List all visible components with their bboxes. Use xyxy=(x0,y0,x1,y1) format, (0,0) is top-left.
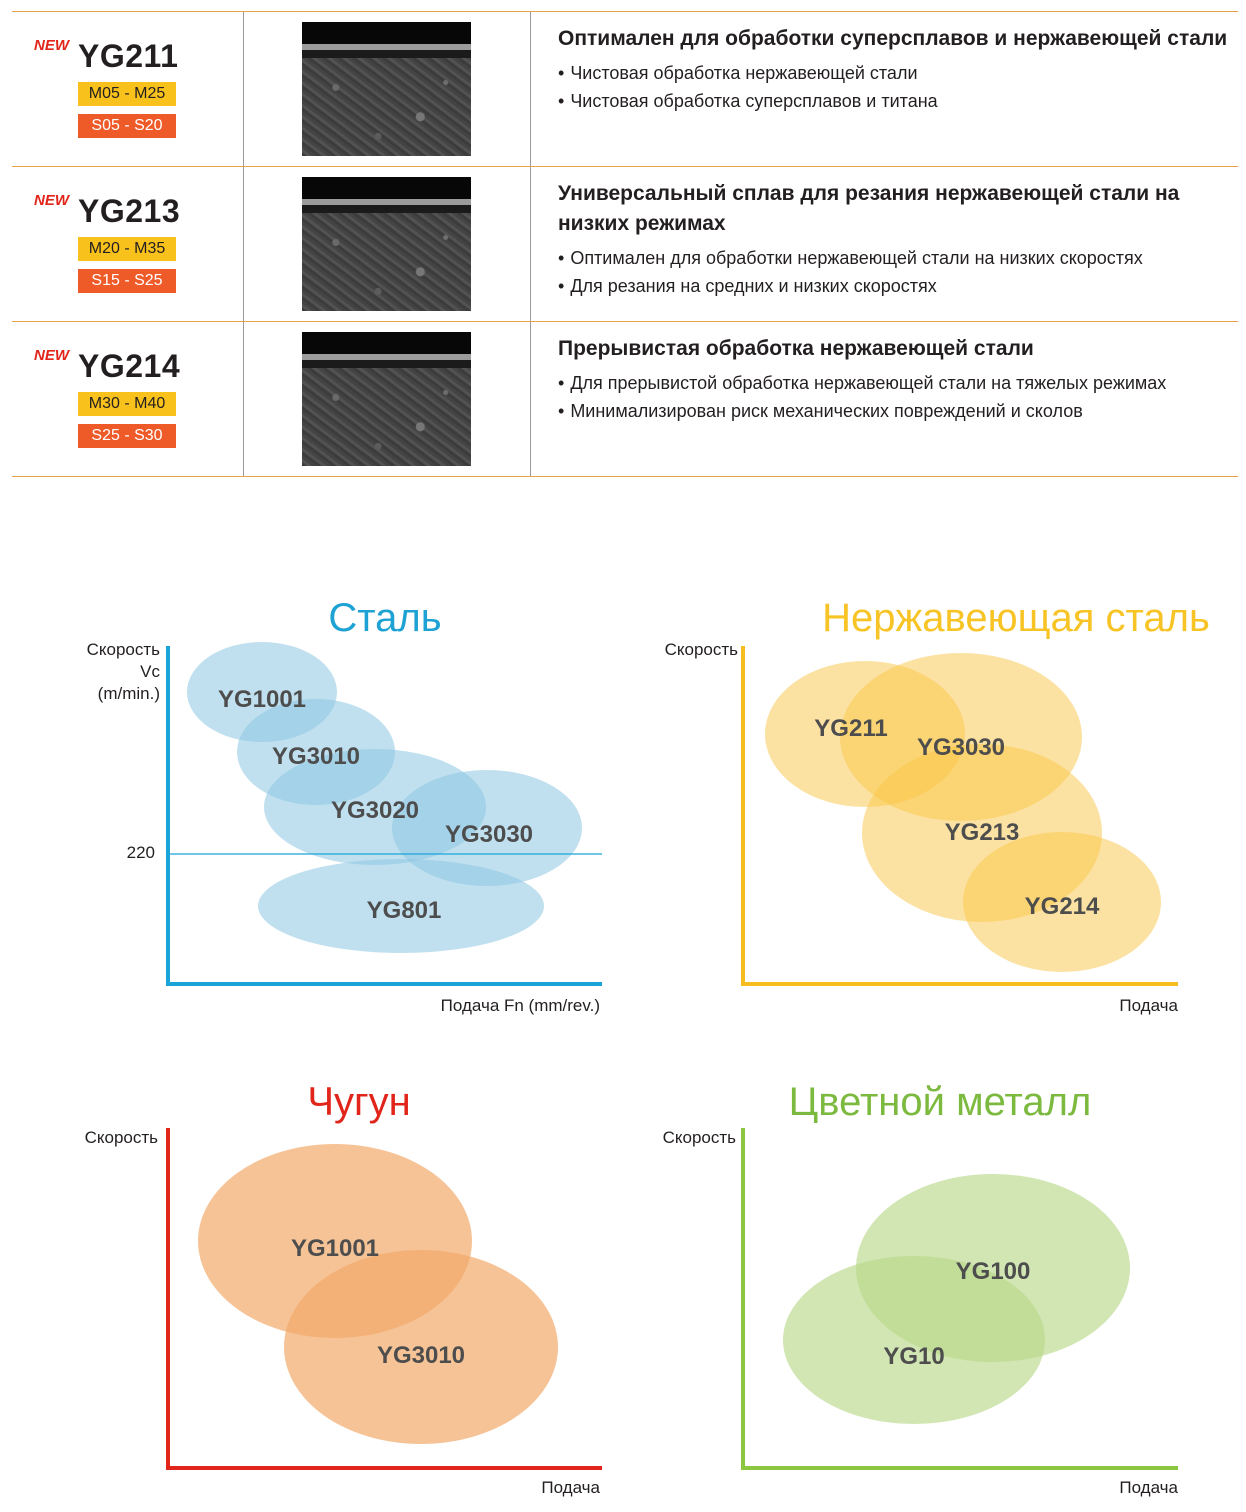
description-bullet: •Для резания на средних и низких скорост… xyxy=(558,276,937,296)
description-bullet: •Чистовая обработка суперсплавов и титан… xyxy=(558,91,938,111)
x-axis-label: Подача xyxy=(1119,1478,1178,1497)
y-axis-label: Скорость xyxy=(664,640,738,659)
microstructure-image xyxy=(302,22,471,156)
grade-region-label: YG3010 xyxy=(377,1342,465,1369)
grade-region-yg1001 xyxy=(187,642,337,742)
bullet-icon: • xyxy=(558,373,565,393)
x-axis-label: Подача xyxy=(1119,996,1178,1015)
bullet-icon: • xyxy=(558,276,565,296)
description-title: Универсальный сплав для резания нержавею… xyxy=(558,182,1180,235)
bullet-icon: • xyxy=(558,248,565,268)
chart-title: Чугун xyxy=(307,1080,411,1124)
s-range-badge: S15 - S25 xyxy=(78,269,176,293)
y-axis-label: Vc xyxy=(140,662,160,681)
new-badge: NEW xyxy=(34,37,69,54)
bullet-icon: • xyxy=(558,63,565,83)
description-bullet: •Чистовая обработка нержавеющей стали xyxy=(558,63,918,83)
m-range-badge: M30 - M40 xyxy=(78,392,176,416)
grade-row: NEW YG211 M05 - M25 S05 - S20 Оптимален … xyxy=(12,11,1238,166)
x-axis-label: Подача xyxy=(541,1478,600,1497)
grade-region-label: YG10 xyxy=(883,1343,944,1370)
grade-region-label: YG3010 xyxy=(272,743,360,770)
grade-region-label: YG213 xyxy=(945,819,1020,846)
grade-region-yg3030 xyxy=(840,653,1082,821)
column-divider xyxy=(243,12,244,166)
grade-region-yg3020 xyxy=(264,749,486,865)
chart-title: Нержавеющая сталь xyxy=(822,596,1210,640)
description-bullet: •Минимализирован риск механических повре… xyxy=(558,401,1083,421)
grade-region-label: YG211 xyxy=(814,715,887,742)
new-badge: NEW xyxy=(34,347,69,364)
bullet-icon: • xyxy=(558,401,565,421)
grade-region-yg3030 xyxy=(392,770,582,886)
m-range-badge: M20 - M35 xyxy=(78,237,176,261)
grade-region-label: YG100 xyxy=(956,1258,1031,1285)
reference-line-label: 220 xyxy=(126,843,155,862)
s-range-badge: S25 - S30 xyxy=(78,424,176,448)
grade-region-label: YG214 xyxy=(1025,893,1100,920)
grade-region-label: YG1001 xyxy=(218,686,306,713)
grade-name: YG213 xyxy=(78,193,181,229)
m-range-badge: M05 - M25 xyxy=(78,82,176,106)
y-axis-label: (m/min.) xyxy=(97,684,160,703)
y-axis-label: Скорость xyxy=(86,640,160,659)
grade-description: Универсальный сплав для резания нержавею… xyxy=(558,179,1246,300)
grade-region-label: YG1001 xyxy=(291,1235,379,1262)
new-badge: NEW xyxy=(34,192,69,209)
microstructure-image xyxy=(302,177,471,311)
grade-description: Прерывистая обработка нержавеющей стали … xyxy=(558,334,1246,425)
y-axis-label: Скорость xyxy=(662,1128,736,1147)
grade-region-label: YG3020 xyxy=(331,797,419,824)
grade-region-yg10 xyxy=(783,1256,1045,1424)
grade-region-yg211 xyxy=(765,661,965,807)
grade-region-label: YG3030 xyxy=(917,734,1005,761)
grade-region-yg214 xyxy=(963,832,1161,972)
s-range-badge: S05 - S20 xyxy=(78,114,176,138)
grade-name: YG211 xyxy=(78,38,179,74)
chart-title: Сталь xyxy=(328,596,442,640)
grade-region-yg213 xyxy=(862,744,1102,922)
grade-region-yg801 xyxy=(258,859,544,953)
grade-region-label: YG801 xyxy=(367,897,442,924)
grade-region-yg3010 xyxy=(237,699,395,805)
column-divider xyxy=(243,322,244,476)
description-title: Оптимален для обработки суперсплавов и н… xyxy=(558,27,1228,50)
bullet-icon: • xyxy=(558,91,565,111)
microstructure-image xyxy=(302,332,471,466)
grade-name: YG214 xyxy=(78,348,181,384)
grade-row: NEW YG213 M20 - M35 S15 - S25 Универсаль… xyxy=(12,166,1238,321)
column-divider xyxy=(530,167,531,321)
grade-description: Оптимален для обработки суперсплавов и н… xyxy=(558,24,1246,115)
column-divider xyxy=(243,167,244,321)
grade-region-yg3010 xyxy=(284,1250,558,1444)
grade-region-yg100 xyxy=(856,1174,1130,1362)
y-axis-label: Скорость xyxy=(84,1128,158,1147)
column-divider xyxy=(530,12,531,166)
x-axis-label: Подача Fn (mm/rev.) xyxy=(440,996,600,1015)
grade-table: NEW YG211 M05 - M25 S05 - S20 Оптимален … xyxy=(12,11,1238,477)
grade-row: NEW YG214 M30 - M40 S25 - S30 Прерывиста… xyxy=(12,321,1238,477)
description-bullet: •Оптимален для обработки нержавеющей ста… xyxy=(558,248,1143,268)
grade-region-yg1001 xyxy=(198,1144,472,1338)
description-bullet: •Для прерывистой обработка нержавеющей с… xyxy=(558,373,1167,393)
grade-region-label: YG3030 xyxy=(445,821,533,848)
description-title: Прерывистая обработка нержавеющей стали xyxy=(558,337,1034,360)
chart-title: Цветной металл xyxy=(788,1080,1092,1124)
column-divider xyxy=(530,322,531,476)
